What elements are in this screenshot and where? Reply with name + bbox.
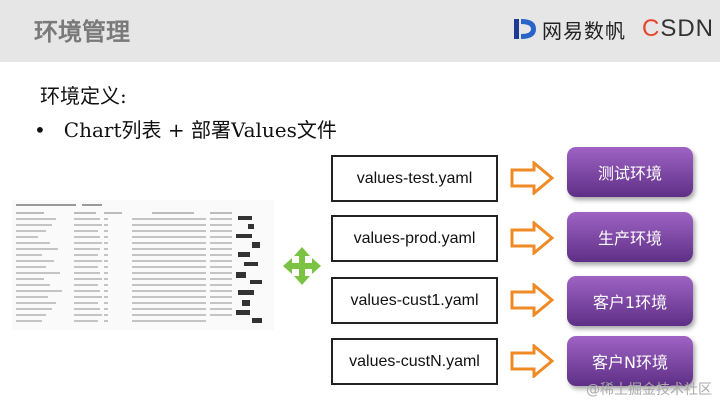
netease-logo-icon	[514, 19, 536, 39]
section-subtitle: 环境定义:	[40, 84, 127, 108]
right-arrow-icon	[510, 283, 554, 317]
watermark: @稀土掘金技术社区	[586, 382, 712, 398]
chart-list-table-image	[12, 200, 274, 330]
values-file-box: values-prod.yaml	[331, 215, 498, 262]
table-screenshot-icon	[12, 200, 274, 330]
four-way-arrow-icon	[283, 247, 321, 285]
values-file-box: values-custN.yaml	[331, 338, 498, 385]
right-arrow-icon	[510, 344, 554, 378]
environment-box: 客户N环境	[567, 336, 693, 386]
values-file-box: values-cust1.yaml	[331, 277, 498, 324]
brand-name: 网易数帆	[542, 18, 626, 43]
bullet-item: • Chart列表 + 部署Values文件	[34, 114, 337, 143]
environment-box: 测试环境	[567, 147, 693, 197]
right-arrow-icon	[510, 221, 554, 255]
bullet-text: Chart列表 + 部署Values文件	[63, 118, 337, 142]
environment-box: 生产环境	[567, 212, 693, 262]
page-title: 环境管理	[34, 18, 130, 46]
right-arrow-icon	[510, 161, 554, 195]
bullet-marker: •	[34, 118, 46, 142]
title-bar: 环境管理 网易数帆 CSDN	[0, 0, 720, 62]
environment-box: 客户1环境	[567, 276, 693, 326]
logo: 网易数帆 CSDN	[512, 13, 714, 45]
csdn-logo: CSDN	[642, 15, 715, 42]
values-file-box: values-test.yaml	[331, 155, 498, 202]
